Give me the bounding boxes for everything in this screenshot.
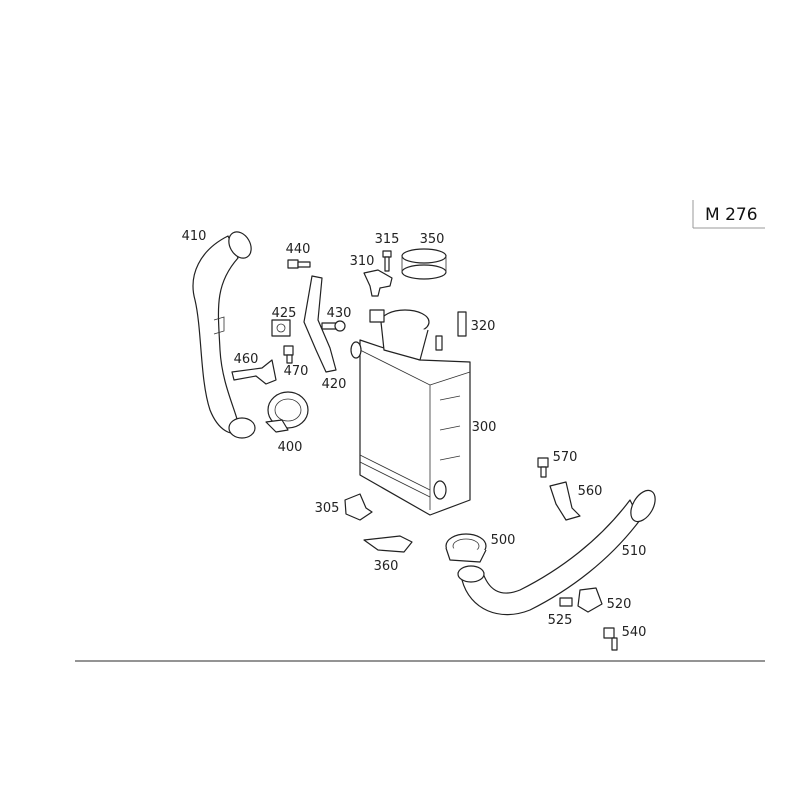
bracket-360[interactable] xyxy=(363,535,413,553)
bracket-305[interactable] xyxy=(344,493,373,521)
label-430: 430 xyxy=(327,306,352,321)
part-labels: 410 440 315 350 310 425 430 320 460 470 … xyxy=(182,229,647,640)
bracket-460[interactable] xyxy=(231,359,277,385)
label-525: 525 xyxy=(548,613,573,628)
label-560: 560 xyxy=(578,484,603,499)
label-300: 300 xyxy=(472,420,497,435)
label-350: 350 xyxy=(420,232,445,247)
label-320: 320 xyxy=(471,319,496,334)
intercooler-300[interactable] xyxy=(350,309,471,516)
bracket-420[interactable] xyxy=(303,275,337,373)
clamp-400[interactable] xyxy=(265,391,309,433)
charge-air-pipe-510[interactable] xyxy=(457,486,660,616)
label-315: 315 xyxy=(375,232,400,247)
bolt-570[interactable] xyxy=(537,457,549,478)
bolt-440[interactable] xyxy=(287,259,311,269)
label-400: 400 xyxy=(278,440,303,455)
label-540: 540 xyxy=(622,625,647,640)
clip-525[interactable] xyxy=(559,597,573,607)
label-420: 420 xyxy=(322,377,347,392)
bracket-560[interactable] xyxy=(549,481,581,521)
label-510: 510 xyxy=(622,544,647,559)
label-500: 500 xyxy=(491,533,516,548)
label-440: 440 xyxy=(286,242,311,257)
label-360: 360 xyxy=(374,559,399,574)
bolt-470[interactable] xyxy=(283,345,294,364)
model-code: M 276 xyxy=(705,205,758,225)
screw-430[interactable] xyxy=(321,320,346,332)
screw-315[interactable] xyxy=(382,250,392,272)
label-410: 410 xyxy=(182,229,207,244)
sensor-310[interactable] xyxy=(363,269,393,297)
label-460: 460 xyxy=(234,352,259,367)
clamp-500[interactable] xyxy=(445,533,487,563)
bolt-540[interactable] xyxy=(603,627,618,651)
label-470: 470 xyxy=(284,364,309,379)
bracket-520[interactable] xyxy=(577,587,603,613)
label-570: 570 xyxy=(553,450,578,465)
charge-air-pipe-410[interactable] xyxy=(192,228,256,439)
model-code-box: M 276 xyxy=(692,200,765,229)
seal-350[interactable] xyxy=(401,248,447,280)
label-520: 520 xyxy=(607,597,632,612)
label-305: 305 xyxy=(315,501,340,516)
label-310: 310 xyxy=(350,254,375,269)
label-425: 425 xyxy=(272,306,297,321)
sensor-320[interactable] xyxy=(457,311,467,337)
clip-nut-425[interactable] xyxy=(271,319,291,337)
